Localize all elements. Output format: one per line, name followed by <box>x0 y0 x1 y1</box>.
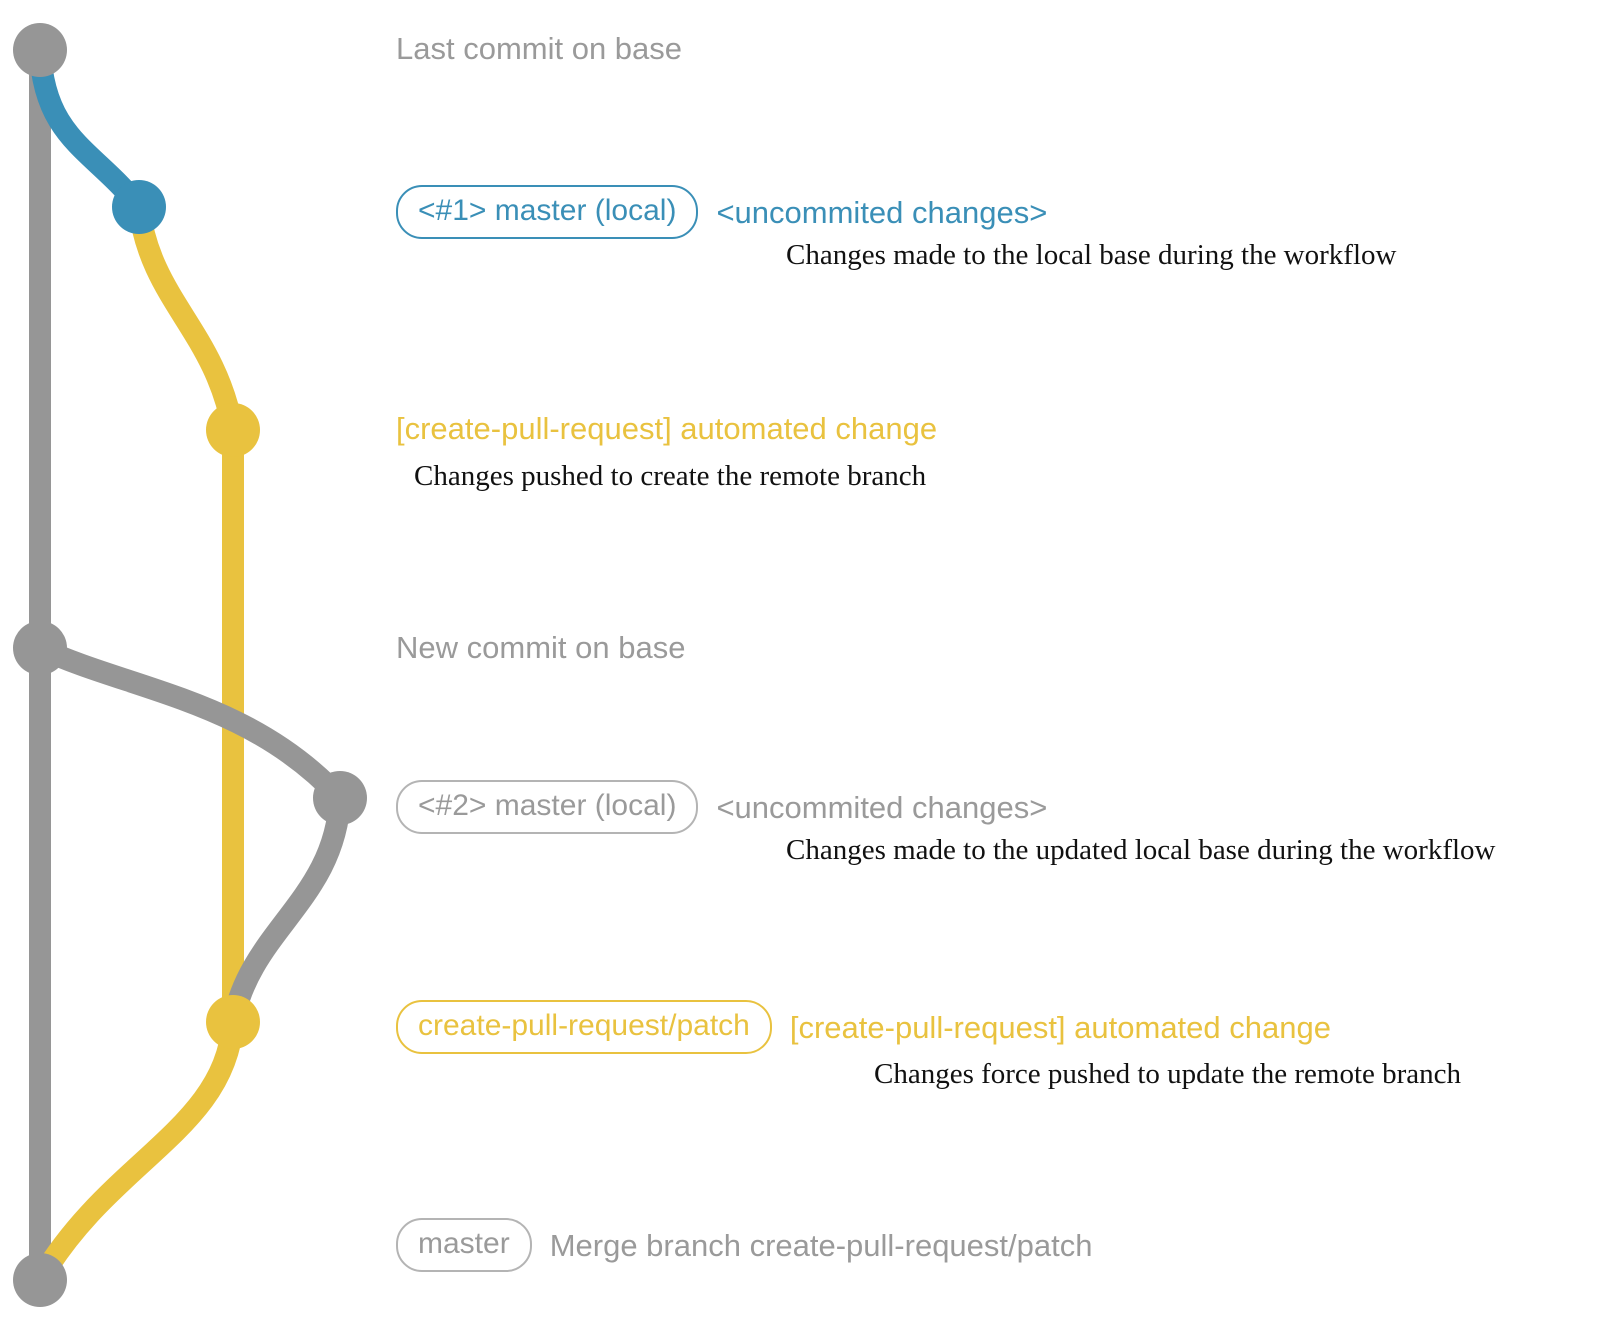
gray-branch-to-local2-line <box>29 637 351 809</box>
description-automated-change-1: Changes pushed to create the remote bran… <box>414 460 927 492</box>
local-master-2-commit-node <box>313 771 367 825</box>
branch-badge-create-pull-request-patch[interactable]: create-pull-request/patch <box>396 1000 772 1054</box>
patch-branch-commit-node <box>206 403 260 457</box>
yellow-merge-line <box>29 1011 244 1291</box>
branch-badge-master[interactable]: master <box>396 1218 532 1272</box>
yellow-branch-upper-line <box>128 196 244 441</box>
commit-message: [create-pull-request] automated change <box>396 411 938 446</box>
commit-message: [create-pull-request] automated change <box>789 1009 1331 1045</box>
row-head: New commit on base <box>396 632 685 663</box>
description-master-local-2: Changes made to the updated local base d… <box>786 834 1496 866</box>
row-head: [create-pull-request] automated change <box>396 413 937 444</box>
commit-message: <uncommited changes> <box>716 194 1048 230</box>
row-merge-commit: master Merge branch create-pull-request/… <box>396 1218 1092 1272</box>
row-new-commit-on-base: New commit on base <box>396 632 685 663</box>
row-head: Last commit on base <box>396 33 682 64</box>
row-head: <#1> master (local) <uncommited changes> <box>396 185 1047 239</box>
branch-badge-master-local-1[interactable]: <#1> master (local) <box>396 185 699 239</box>
row-master-local-2: <#2> master (local) <uncommited changes> <box>396 780 1047 834</box>
row-last-commit-on-base: Last commit on base <box>396 33 682 64</box>
row-automated-change-1: [create-pull-request] automated change <box>396 413 937 444</box>
merge-commit-node <box>13 1253 67 1307</box>
commit-nodes <box>13 23 367 1307</box>
gray-local2-to-patch-line <box>222 787 351 1033</box>
commit-message: New commit on base <box>396 630 686 665</box>
row-head: master Merge branch create-pull-request/… <box>396 1218 1092 1272</box>
branch-badge-master-local-2[interactable]: <#2> master (local) <box>396 780 699 834</box>
description-master-local-1: Changes made to the local base during th… <box>786 239 1397 271</box>
commit-message: <uncommited changes> <box>716 789 1048 825</box>
description-automated-change-2: Changes force pushed to update the remot… <box>874 1058 1462 1090</box>
base-head-commit-node <box>13 23 67 77</box>
row-head: <#2> master (local) <uncommited changes> <box>396 780 1047 834</box>
git-commit-graph <box>13 23 367 1307</box>
commit-message: Merge branch create-pull-request/patch <box>549 1227 1093 1263</box>
row-automated-change-2: create-pull-request/patch [create-pull-r… <box>396 1000 1331 1054</box>
patch-forcepush-node <box>206 995 260 1049</box>
row-master-local-1: <#1> master (local) <uncommited changes> <box>396 185 1047 239</box>
local-master-1-commit-node <box>112 180 166 234</box>
blue-branch-line <box>29 39 150 218</box>
commit-message: Last commit on base <box>396 31 683 66</box>
row-head: create-pull-request/patch [create-pull-r… <box>396 1000 1331 1054</box>
base-new-commit-node <box>13 621 67 675</box>
